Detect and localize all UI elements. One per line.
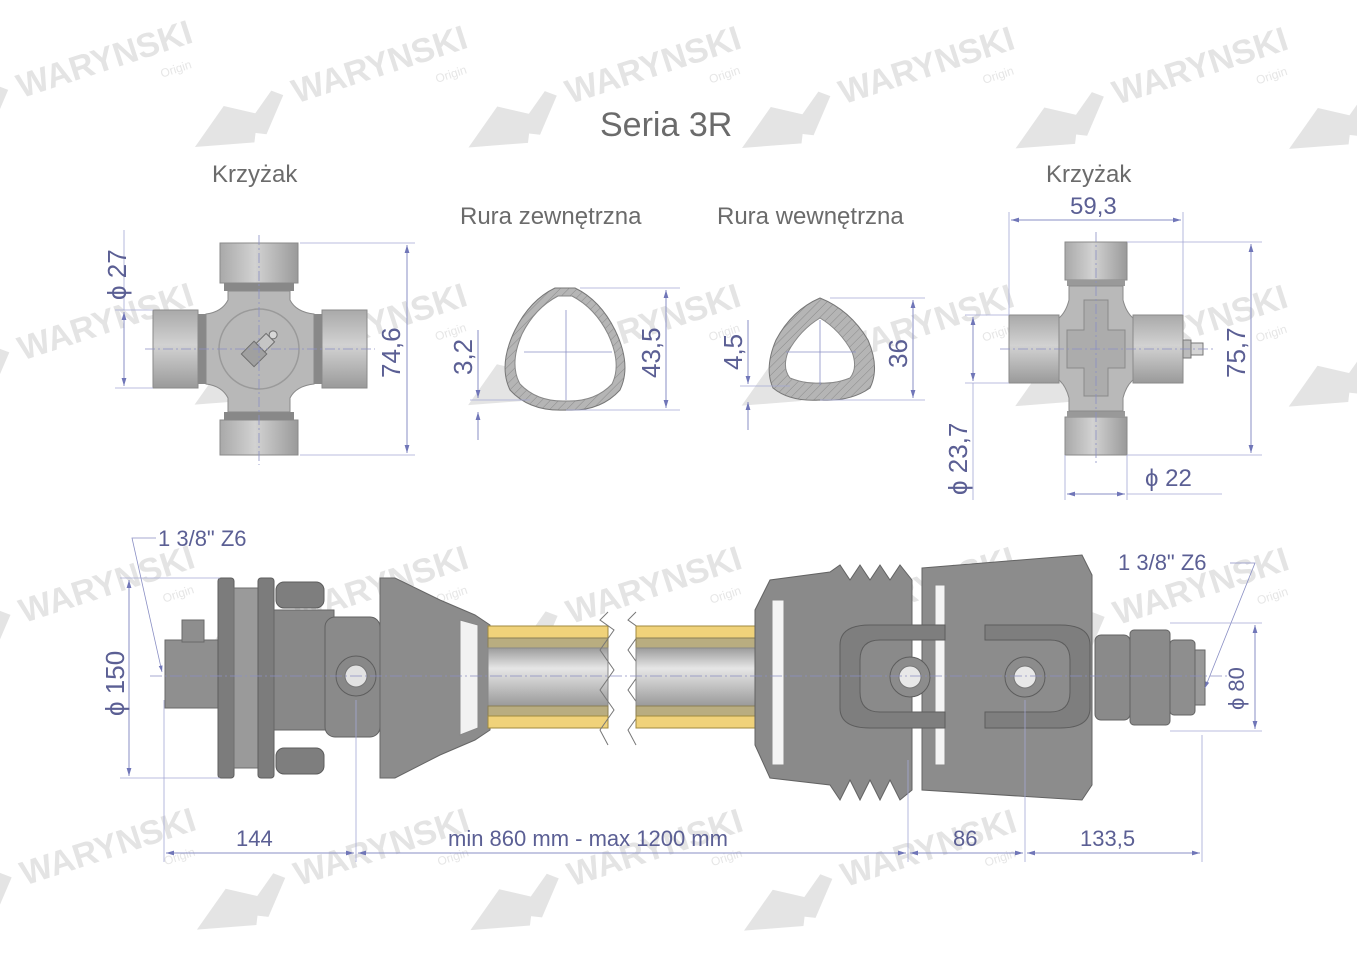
- dim-left-diameter-150: ϕ 150: [100, 650, 130, 716]
- dim-cross-left-length: 74,6: [376, 327, 406, 378]
- inner-tube-drawing: [740, 297, 925, 430]
- cross-left-drawing: [115, 230, 415, 465]
- dim-cross-right-diameter-a: ϕ 23,7: [943, 422, 973, 495]
- page-title: Seria 3R: [600, 106, 733, 144]
- dim-cross-right-width: 59,3: [1070, 193, 1117, 220]
- dim-bottom-length-range: min 860 mm - max 1200 mm: [448, 826, 728, 851]
- right-spline-label: 1 3/8" Z6: [1118, 550, 1207, 575]
- outer-tube-heading: Rura zewnętrzna: [460, 203, 642, 230]
- dim-cross-right-diameter-b: ϕ 22: [1145, 465, 1192, 492]
- dim-inner-tube-wall: 4,5: [718, 333, 748, 370]
- dim-bottom-133-5: 133,5: [1080, 826, 1136, 851]
- dim-bottom-144: 144: [236, 826, 273, 851]
- dim-outer-tube-wall: 3,2: [448, 338, 478, 375]
- dim-outer-tube-height: 43,5: [636, 327, 666, 378]
- outer-tube-drawing: [470, 287, 680, 440]
- cross-right-heading: Krzyżak: [1046, 161, 1132, 188]
- dim-cross-left-diameter: ϕ 27: [102, 249, 132, 300]
- dim-bottom-86: 86: [953, 826, 978, 851]
- left-spline-label: 1 3/8" Z6: [158, 526, 247, 551]
- inner-tube-heading: Rura wewnętrzna: [717, 203, 904, 230]
- dim-cross-right-length: 75,7: [1221, 327, 1251, 378]
- cross-left-heading: Krzyżak: [212, 161, 298, 188]
- dim-right-diameter-80: ϕ 80: [1224, 667, 1249, 710]
- cross-right-drawing: [965, 212, 1262, 500]
- dim-inner-tube-height: 36: [883, 339, 913, 368]
- shaft-drawing: [120, 537, 1262, 862]
